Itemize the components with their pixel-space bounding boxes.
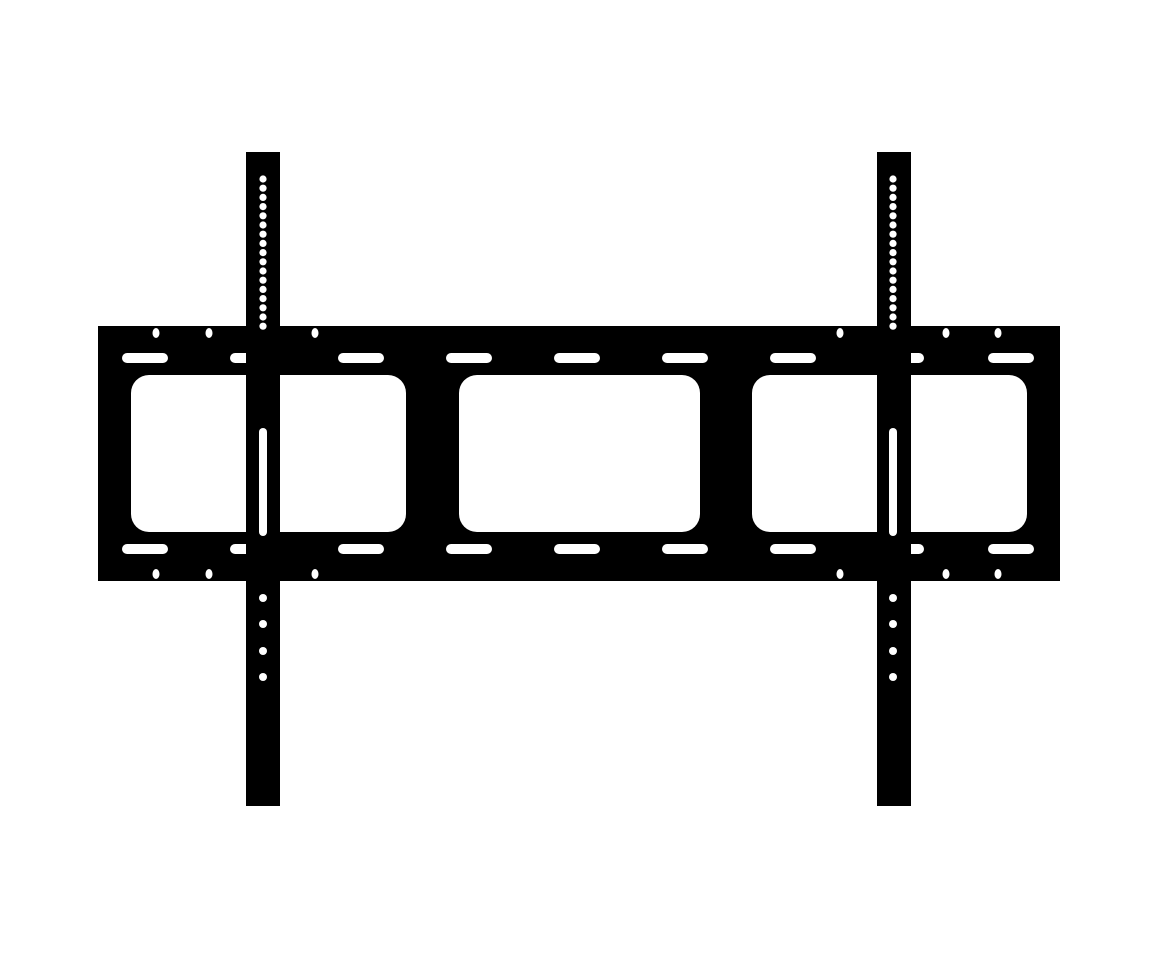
arm-upper-hole xyxy=(259,276,267,284)
right-vertical-arm xyxy=(877,152,911,806)
arm-upper-hole xyxy=(889,313,897,321)
left-vertical-arm xyxy=(246,152,280,806)
arm-upper-hole xyxy=(259,230,267,238)
arm-upper-hole xyxy=(889,239,897,247)
plate-window-2 xyxy=(459,375,700,532)
arm-upper-hole xyxy=(889,203,897,211)
bottom-side-hole-4 xyxy=(836,569,844,579)
arm-lower-hole xyxy=(889,594,897,602)
arm-upper-hole xyxy=(259,239,267,247)
bottom-slot-6 xyxy=(662,544,708,554)
arm-upper-hole xyxy=(889,276,897,284)
arm-lower-hole xyxy=(889,620,897,628)
bottom-slot-7 xyxy=(770,544,816,554)
arm-upper-hole xyxy=(889,322,897,330)
arm-upper-hole xyxy=(259,249,267,257)
wall-plate xyxy=(98,326,1060,581)
arm-upper-hole xyxy=(889,304,897,312)
arm-upper-hole xyxy=(889,258,897,266)
arm-upper-hole xyxy=(259,267,267,275)
bottom-side-hole-3 xyxy=(311,569,319,579)
arm-lower-hole xyxy=(889,647,897,655)
arm-upper-hole xyxy=(889,267,897,275)
top-slot-5 xyxy=(554,353,600,363)
arm-lower-hole xyxy=(889,673,897,681)
arm-upper-hole xyxy=(259,212,267,220)
arm-upper-hole xyxy=(889,193,897,201)
arm-long-slot xyxy=(259,428,267,536)
arm-upper-hole xyxy=(889,230,897,238)
bottom-side-hole-6 xyxy=(994,569,1002,579)
arm-upper-hole xyxy=(259,175,267,183)
bottom-side-hole-2 xyxy=(205,569,213,579)
top-side-hole-2 xyxy=(205,328,213,338)
arm-upper-hole xyxy=(889,221,897,229)
arm-upper-hole xyxy=(259,304,267,312)
top-side-hole-6 xyxy=(994,328,1002,338)
arm-upper-hole xyxy=(889,184,897,192)
top-side-hole-5 xyxy=(942,328,950,338)
top-side-hole-4 xyxy=(836,328,844,338)
arm-lower-hole xyxy=(259,673,267,681)
arm-upper-hole xyxy=(259,313,267,321)
arm-upper-hole xyxy=(259,295,267,303)
bottom-slot-1 xyxy=(122,544,168,554)
arm-long-slot xyxy=(889,428,897,536)
arm-upper-hole xyxy=(889,212,897,220)
bottom-slot-4 xyxy=(446,544,492,554)
bottom-slot-3 xyxy=(338,544,384,554)
arm-upper-hole xyxy=(259,285,267,293)
arm-lower-hole xyxy=(259,594,267,602)
arm-upper-hole xyxy=(259,322,267,330)
top-slot-7 xyxy=(770,353,816,363)
arm-lower-hole xyxy=(259,620,267,628)
plate-side-holes xyxy=(152,328,1002,579)
arm-upper-hole xyxy=(259,184,267,192)
top-slot-3 xyxy=(338,353,384,363)
arm-upper-hole xyxy=(259,203,267,211)
top-slot-1 xyxy=(122,353,168,363)
top-slot-6 xyxy=(662,353,708,363)
bottom-side-hole-1 xyxy=(152,569,160,579)
top-slot-9 xyxy=(988,353,1034,363)
top-side-hole-1 xyxy=(152,328,160,338)
arm-lower-hole xyxy=(259,647,267,655)
top-slot-4 xyxy=(446,353,492,363)
arm-upper-hole xyxy=(259,193,267,201)
bottom-slot-5 xyxy=(554,544,600,554)
bottom-side-hole-5 xyxy=(942,569,950,579)
bottom-slot-9 xyxy=(988,544,1034,554)
arm-upper-hole xyxy=(889,249,897,257)
arm-upper-hole xyxy=(889,295,897,303)
arm-upper-hole xyxy=(889,175,897,183)
arm-upper-hole xyxy=(259,258,267,266)
top-side-hole-3 xyxy=(311,328,319,338)
arm-upper-hole xyxy=(259,221,267,229)
arm-upper-hole xyxy=(889,285,897,293)
